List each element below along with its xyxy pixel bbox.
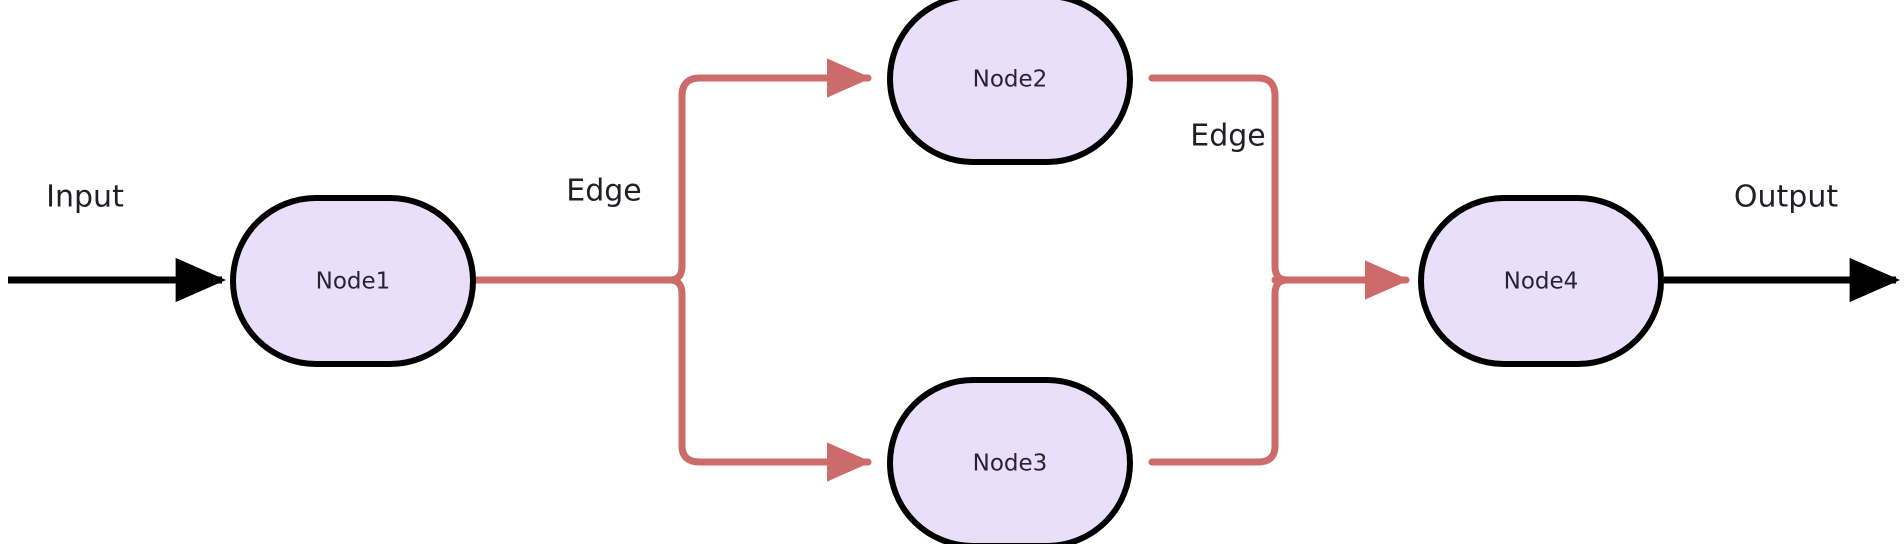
node4-label: Node4 <box>1504 269 1579 295</box>
node4-shape[interactable] <box>1418 195 1664 367</box>
node1-label: Node1 <box>316 269 391 295</box>
edge-label-2: Edge <box>1190 119 1266 154</box>
node3-label: Node3 <box>973 451 1048 477</box>
edge-label-1: Edge <box>566 174 642 209</box>
node-node1[interactable]: Node1 <box>230 195 476 367</box>
input-label: Input <box>46 180 124 215</box>
node-node3[interactable]: Node3 <box>887 377 1133 544</box>
node2-label: Node2 <box>973 67 1048 93</box>
node2-shape[interactable] <box>887 0 1133 165</box>
edge-node2-to-merge <box>1148 74 1291 284</box>
output-arrow-group: Output <box>1664 180 1901 303</box>
output-label: Output <box>1734 180 1838 215</box>
node1-shape[interactable] <box>230 195 476 367</box>
node-node2[interactable]: Node2 <box>887 0 1133 165</box>
edge-network <box>473 58 1410 482</box>
edge-node1-to-node2 <box>666 58 872 284</box>
edge-node1-to-node3 <box>666 276 872 482</box>
node-node4[interactable]: Node4 <box>1418 195 1664 367</box>
input-arrow-group: Input <box>8 180 227 303</box>
node3-shape[interactable] <box>887 377 1133 544</box>
edge-node3-to-merge <box>1148 276 1291 466</box>
